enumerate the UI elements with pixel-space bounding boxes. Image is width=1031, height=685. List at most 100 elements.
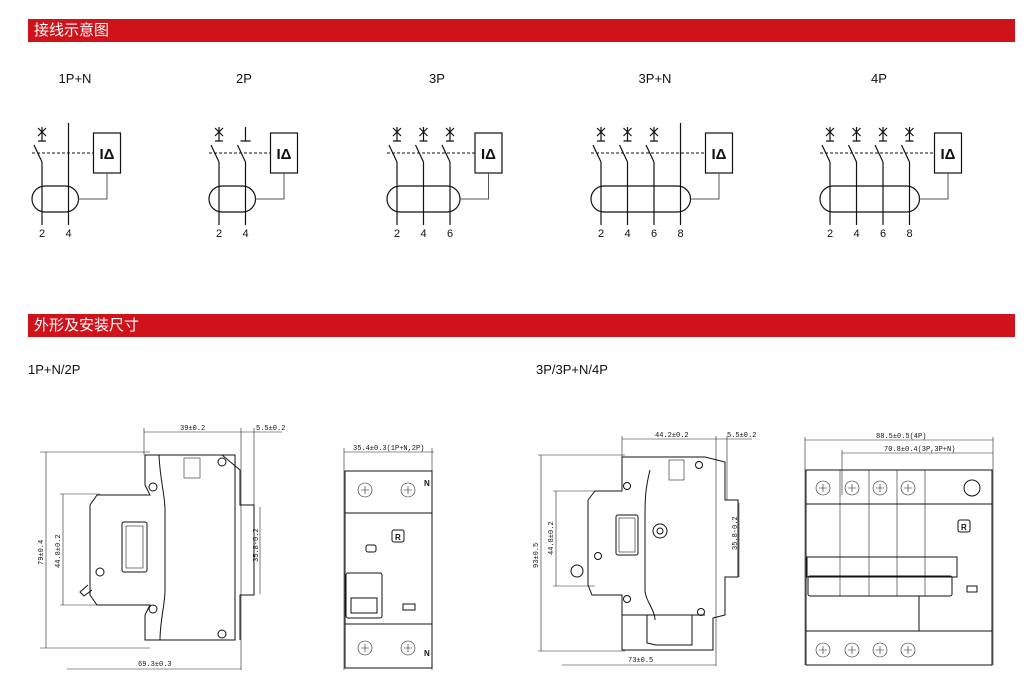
residual-relay-label: IΔ	[100, 146, 115, 163]
terminal-screw-icon	[815, 642, 831, 658]
terminal-label: 2	[827, 228, 833, 240]
dim-front-width-3p: 70.8±0.4(3P,3P+N)	[884, 446, 955, 454]
front-view-3p-4p: 88.5±0.5(4P) 70.8±0.4(3P,3P+N) R	[804, 433, 994, 666]
breaker-symbol-icon	[649, 127, 659, 142]
residual-relay-label: IΔ	[481, 146, 496, 163]
dim-rail-offset: 5.5±0.2	[727, 432, 756, 440]
residual-relay-label: IΔ	[277, 146, 292, 163]
terminal-label: 2	[216, 228, 222, 240]
current-transformer	[31, 185, 80, 213]
terminal-label: 4	[853, 228, 859, 240]
dim-inner-height: 44.8±0.2	[548, 521, 556, 555]
section-header-wiring: 接线示意图	[28, 19, 1015, 42]
terminal-screw-icon	[900, 642, 916, 658]
terminal-screw-icon	[872, 642, 888, 658]
screw-slot	[819, 646, 827, 654]
current-transformer	[590, 185, 692, 213]
screw-slot	[904, 646, 912, 654]
dim-depth: 69.3±0.3	[138, 661, 172, 669]
terminal-screw-icon	[900, 480, 916, 496]
current-transformer	[819, 185, 921, 213]
wiring-diagram: 4P 2 4 6 8 IΔ	[819, 71, 963, 240]
terminal-screw-icon	[815, 480, 831, 496]
terminal-screw-icon	[844, 642, 860, 658]
terminal-label: 2	[394, 228, 400, 240]
breaker-symbol-icon	[214, 127, 224, 142]
terminal-label: 2	[598, 228, 604, 240]
dim-inner-height: 44.8±0.2	[55, 534, 63, 568]
sensor-wire	[460, 173, 489, 200]
wiring-diagram: 3P 2 4 6 IΔ	[386, 71, 503, 240]
neutral-mark-top: N	[424, 479, 430, 488]
front-view-1p-2p: 35.4±0.3(1P+N,2P) N N R	[343, 445, 434, 670]
terminal-screw-icon	[844, 480, 860, 496]
terminal-label: 6	[880, 228, 886, 240]
screw-slot	[848, 484, 856, 492]
residual-relay-box	[92, 132, 122, 174]
breaker-symbol-icon	[419, 127, 428, 142]
residual-relay-label: IΔ	[712, 146, 727, 163]
terminal-label: 4	[242, 228, 248, 240]
wiring-diagram: 1P+N 2 4 IΔ	[31, 71, 122, 240]
breaker-symbol-icon	[905, 127, 914, 142]
section-header-dimensions: 外形及安装尺寸	[28, 314, 1015, 337]
group-label-3p-4p: 3P/3P+N/4P	[536, 362, 608, 377]
section-title: 接线示意图	[34, 21, 110, 39]
side-view-1p-2p: 39±0.2 5.5±0.2 79±0.4 44.8±0.2 35.8-0.2 …	[38, 425, 285, 670]
residual-relay-label: IΔ	[941, 146, 956, 163]
dim-width-top: 39±0.2	[180, 425, 205, 433]
breaker-symbol-icon	[596, 127, 606, 142]
dim-front-width-4p: 88.5±0.5(4P)	[876, 433, 926, 441]
dim-rail: 35.8-0.2	[732, 516, 740, 550]
dim-rail-offset: 5.5±0.2	[256, 425, 285, 433]
breaker-symbol-icon	[445, 127, 455, 142]
switch-contact	[645, 144, 655, 163]
breaker-symbol-icon	[852, 127, 861, 142]
reset-mark: R	[395, 533, 401, 542]
breaker-symbol-icon	[623, 127, 632, 142]
screw-slot	[904, 484, 912, 492]
breaker-symbol-icon	[878, 127, 888, 142]
terminal-label: 8	[677, 228, 683, 240]
diagram-label: 3P	[429, 71, 445, 86]
side-view-3p-4p: 44.2±0.2 5.5±0.2 93±0.5 44.8±0.2 35.8-0.…	[533, 432, 756, 666]
diagram-label: 2P	[236, 71, 252, 86]
isolator-symbol-icon	[240, 127, 251, 142]
sensor-wire	[919, 173, 949, 200]
dim-height: 93±0.5	[533, 543, 541, 568]
diagram-label: 4P	[871, 71, 887, 86]
current-transformer	[208, 185, 257, 213]
reset-mark: R	[961, 523, 967, 532]
terminal-label: 6	[447, 228, 453, 240]
terminal-label: 2	[39, 228, 45, 240]
terminal-label: 4	[65, 228, 71, 240]
diagram-label: 1P+N	[59, 71, 92, 86]
breaker-symbol-icon	[392, 127, 402, 142]
terminal-label: 6	[651, 228, 657, 240]
terminal-label: 8	[906, 228, 912, 240]
terminal-screw-icon	[872, 480, 888, 496]
switch-contact	[874, 144, 884, 163]
dim-front-width: 35.4±0.3(1P+N,2P)	[353, 445, 424, 453]
dim-rail: 35.8-0.2	[253, 528, 261, 562]
breaker-symbol-icon	[825, 127, 835, 142]
screw-slot	[848, 646, 856, 654]
dim-width-top: 44.2±0.2	[655, 432, 689, 440]
screw-slot	[876, 484, 884, 492]
dim-depth: 73±0.5	[628, 657, 653, 665]
wiring-diagram: 2P 2 4 IΔ	[208, 71, 299, 240]
dim-height: 79±0.4	[38, 540, 46, 565]
breaker-symbol-icon	[37, 127, 47, 142]
sensor-wire	[690, 173, 720, 200]
neutral-mark-bottom: N	[424, 649, 430, 658]
residual-relay-box	[474, 132, 503, 174]
switch-contact	[441, 144, 451, 163]
terminal-label: 4	[624, 228, 630, 240]
terminal-label: 4	[420, 228, 426, 240]
sensor-wire	[78, 173, 108, 200]
residual-relay-box	[269, 132, 299, 174]
screw-slot	[819, 484, 827, 492]
screw-slot	[876, 646, 884, 654]
section-title: 外形及安装尺寸	[34, 316, 140, 334]
